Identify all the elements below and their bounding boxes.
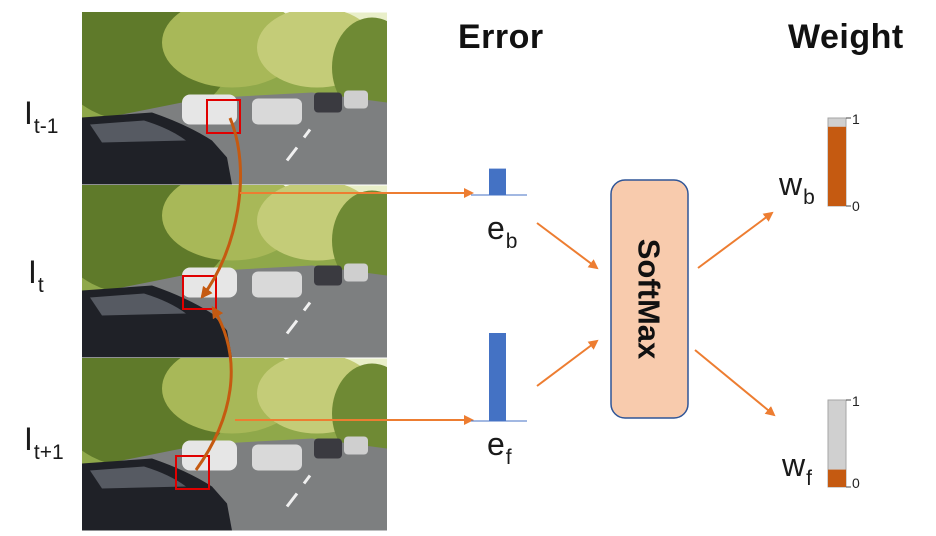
- arrow-softmax-to-weight-b: [697, 211, 774, 269]
- frame-label-prev-sub: t-1: [33, 115, 59, 138]
- error-label-backward-main: e: [487, 210, 505, 246]
- error-bar-f: [489, 333, 506, 421]
- error-header: Error: [458, 18, 544, 56]
- weight-f-tick-bottom: 0: [852, 475, 860, 491]
- frame-image-prev: [82, 12, 387, 185]
- arrow-error-f-to-softmax: [536, 339, 599, 387]
- frame-label-current-sub: t: [37, 274, 44, 297]
- frame-label-next-sub: t+1: [33, 441, 64, 464]
- weight-label-forward-main: w: [782, 447, 806, 483]
- error-bar-b: [489, 168, 506, 195]
- softmax-label: SoftMax: [632, 239, 667, 360]
- patch-box-1: [182, 275, 217, 310]
- frame-label-current-main: I: [28, 254, 37, 290]
- error-label-backward-sub: b: [505, 230, 518, 253]
- weight-gauge-fill-f: [828, 469, 846, 487]
- weight-label-backward-main: w: [779, 166, 803, 202]
- motion-arrow-next: [194, 305, 233, 471]
- frame-image-current: [82, 185, 387, 358]
- patch-box-0: [206, 99, 241, 134]
- weight-header: Weight: [788, 18, 904, 56]
- error-label-forward-main: e: [487, 426, 505, 462]
- error-label-forward: ef: [487, 428, 512, 468]
- weight-b-tick-top: 1: [852, 111, 860, 127]
- frame-label-prev-main: I: [24, 95, 33, 131]
- weight-label-forward-sub: f: [806, 467, 812, 490]
- weight-gauge-fill-b: [828, 126, 846, 206]
- weight-label-backward: wb: [779, 168, 815, 208]
- weight-b-tick-bottom: 0: [852, 198, 860, 214]
- error-label-forward-sub: f: [505, 446, 512, 469]
- weight-label-backward-sub: b: [803, 186, 815, 209]
- patch-box-2: [175, 455, 210, 490]
- arrow-softmax-to-weight-f: [694, 349, 776, 417]
- softmax-box: [610, 179, 689, 419]
- weight-label-forward: wf: [782, 449, 812, 489]
- error-label-backward: eb: [487, 212, 517, 252]
- frame-label-prev: It-1: [24, 97, 58, 137]
- frame-label-next: It+1: [24, 423, 64, 463]
- frame-label-current: It: [28, 256, 44, 296]
- weight-f-tick-top: 1: [852, 393, 860, 409]
- arrow-error-b-to-softmax: [536, 222, 599, 270]
- motion-arrow-prev: [200, 117, 243, 299]
- frame-label-next-main: I: [24, 421, 33, 457]
